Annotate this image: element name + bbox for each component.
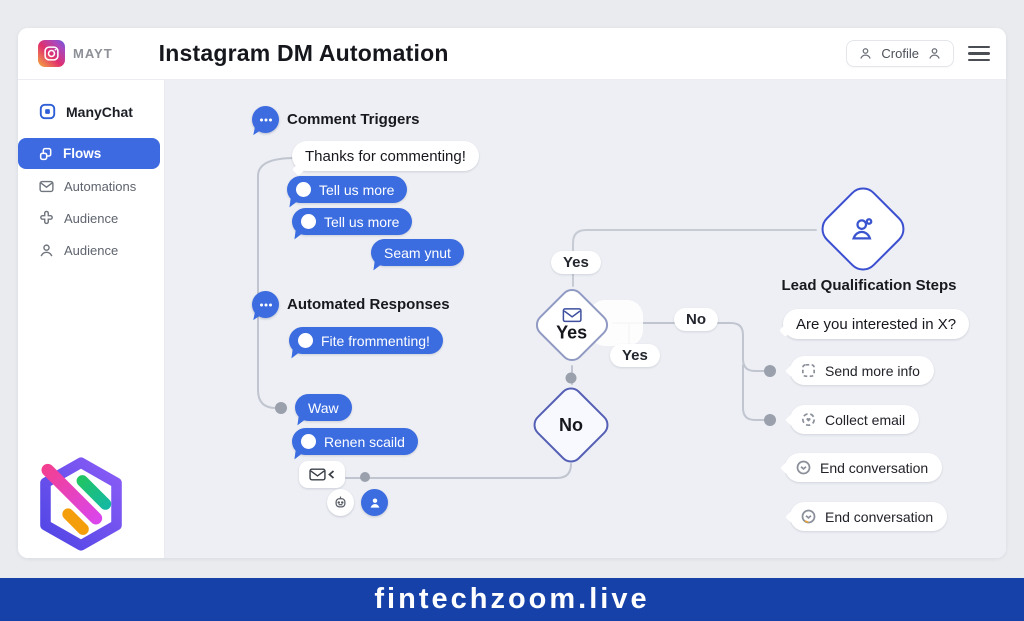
fintechzoom-logo bbox=[40, 457, 122, 551]
diamond-label: Yes bbox=[556, 322, 588, 343]
check-circle-icon bbox=[801, 509, 816, 524]
profile-label: Crofile bbox=[881, 46, 919, 61]
person-plus-icon bbox=[852, 218, 873, 240]
lead-question-bubble[interactable]: Are you interested in X? bbox=[783, 309, 970, 339]
diamond-label: No bbox=[559, 415, 583, 435]
step-send-more-info[interactable]: Send more info bbox=[790, 356, 934, 385]
header: MAYT Instagram DM Automation Crofile bbox=[18, 28, 1006, 80]
check-circle-icon bbox=[796, 460, 811, 475]
flow-bubble[interactable]: Fite frommenting! bbox=[289, 327, 443, 354]
app-window: MAYT Instagram DM Automation Crofile bbox=[18, 28, 1006, 558]
flow-bubble[interactable]: Waw bbox=[295, 394, 352, 421]
sidebar-item-label: Automations bbox=[64, 179, 137, 194]
refresh-dashed-icon bbox=[801, 363, 816, 378]
bubble-dot-icon bbox=[298, 333, 313, 348]
comment-triggers-title: Comment Triggers bbox=[287, 111, 420, 128]
chat-bubble-icon bbox=[252, 106, 279, 133]
bubble-dot-icon bbox=[296, 182, 311, 197]
lead-qualification-node[interactable] bbox=[814, 180, 912, 278]
flows-icon bbox=[39, 147, 52, 160]
chat-bubble-icon bbox=[252, 291, 279, 318]
step-end-conversation[interactable]: End conversation bbox=[785, 453, 943, 482]
flow-bubble[interactable]: Tell us more bbox=[287, 176, 408, 203]
envelope-icon bbox=[309, 468, 326, 481]
manychat-icon bbox=[39, 103, 56, 120]
lead-qualification-title: Lead Qualification Steps bbox=[781, 277, 957, 294]
flow-canvas[interactable]: Comment Triggers Thanks for commenting! … bbox=[165, 80, 1006, 558]
flow-bubble[interactable]: Renen scaild bbox=[292, 428, 418, 455]
chevron-left-icon bbox=[328, 470, 335, 479]
person-icon bbox=[929, 48, 940, 59]
footer-banner: fintechzoom.live bbox=[0, 578, 1024, 621]
mail-decision-diamond[interactable]: Yes bbox=[530, 283, 614, 367]
automated-responses-title: Automated Responses bbox=[287, 296, 450, 313]
bubble-dot-icon bbox=[301, 214, 316, 229]
sidebar-item-label: Audience bbox=[64, 243, 119, 258]
flow-bubble[interactable]: Thanks for commenting! bbox=[292, 141, 479, 171]
sidebar-item-automations[interactable]: Automations bbox=[38, 178, 136, 195]
yes-label: Yes bbox=[551, 251, 601, 274]
email-node[interactable] bbox=[299, 461, 345, 488]
audience-person-icon bbox=[40, 244, 53, 257]
avatar-person-icon[interactable] bbox=[361, 489, 388, 516]
step-collect-email[interactable]: Collect email bbox=[790, 405, 920, 434]
instagram-logo bbox=[38, 40, 65, 67]
person-icon bbox=[860, 48, 872, 59]
target-heart-icon bbox=[801, 412, 816, 427]
sidebar: ManyChat Flows Automations Audience bbox=[18, 80, 165, 558]
automations-envelope-icon bbox=[39, 180, 54, 193]
brand-label: MAYT bbox=[73, 46, 113, 61]
sidebar-item-audience[interactable]: Audience bbox=[38, 210, 118, 227]
page-title: Instagram DM Automation bbox=[158, 40, 449, 66]
sidebar-item-audience-2[interactable]: Audience bbox=[38, 242, 118, 259]
sidebar-item-label: Flows bbox=[63, 146, 102, 161]
envelope-icon bbox=[562, 308, 582, 323]
audience-puzzle-icon bbox=[40, 210, 53, 225]
sidebar-app-name: ManyChat bbox=[38, 102, 133, 121]
sidebar-item-flows[interactable]: Flows bbox=[18, 138, 160, 169]
flow-bubble[interactable]: Tell us more bbox=[292, 208, 413, 235]
robot-icon[interactable] bbox=[327, 489, 354, 516]
flow-bubble[interactable]: Seam ynut bbox=[371, 239, 464, 266]
yes-label: Yes bbox=[610, 344, 660, 367]
profile-button[interactable]: Crofile bbox=[846, 40, 954, 67]
step-end-conversation-2[interactable]: End conversation bbox=[790, 502, 948, 531]
hamburger-menu-icon[interactable] bbox=[968, 45, 990, 62]
no-label: No bbox=[674, 308, 718, 331]
sidebar-item-label: Audience bbox=[64, 211, 119, 226]
site-url: fintechzoom.live bbox=[374, 583, 650, 615]
bubble-dot-icon bbox=[301, 434, 316, 449]
